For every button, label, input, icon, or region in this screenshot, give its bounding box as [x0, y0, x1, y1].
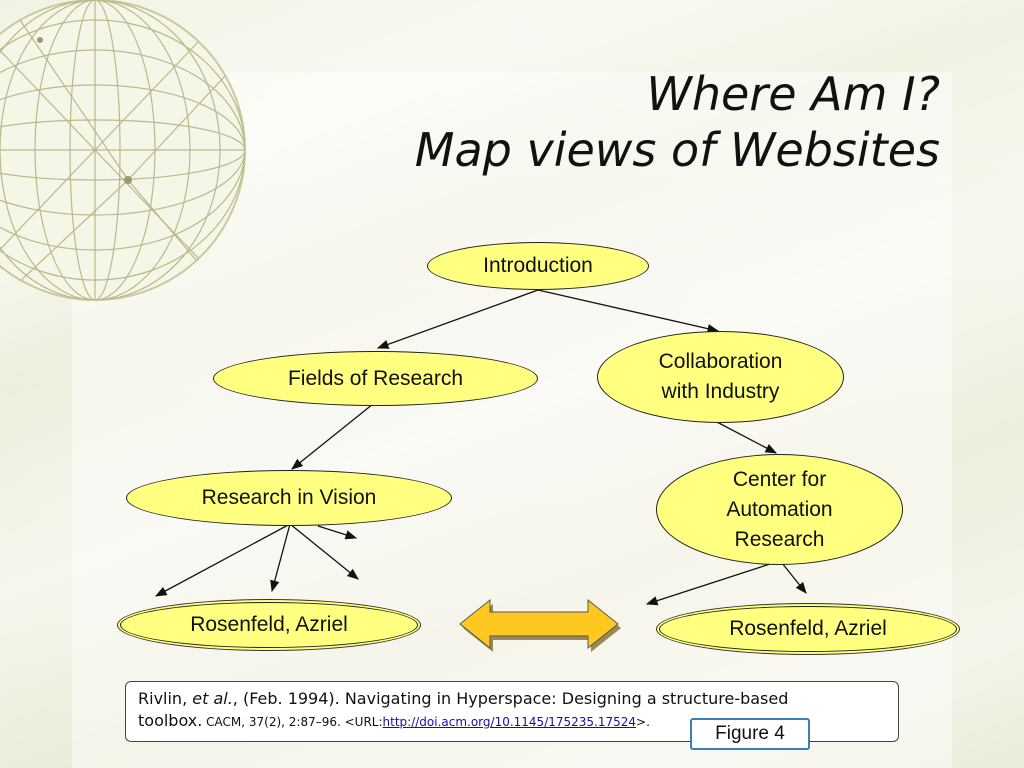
citation-url-end: >. [636, 715, 650, 729]
node-center-line-3: Research [734, 527, 825, 551]
node-collaboration-with-industry: Collaboration with Industry [597, 331, 844, 423]
node-center-for-automation-research: Center for Automation Research [656, 454, 903, 565]
node-collab-line-2: with Industry [661, 380, 780, 403]
slide-title: Where Am I? Map views of Websites [415, 66, 940, 178]
edge-vision-child-4 [317, 525, 358, 540]
node-center-line-2: Automation [726, 497, 833, 521]
title-line-1: Where Am I? [646, 67, 940, 121]
globe-icon [0, 0, 246, 301]
citation-line-2: toolbox. CACM, 37(2), 2:87–96. <URL:http… [138, 710, 886, 733]
edge-center-rosenfeld-right [781, 562, 807, 594]
edge-fields-vision [291, 403, 374, 470]
citation-title-text: , (Feb. 1994). Navigating in Hyperspace:… [232, 689, 789, 708]
node-research-in-vision: Research in Vision [126, 470, 452, 526]
edge-vision-child-3 [289, 523, 359, 580]
node-rosenfeld-left-label: Rosenfeld, Azriel [190, 613, 348, 636]
citation-line-1: Rivlin, et al., (Feb. 1994). Navigating … [138, 688, 886, 710]
node-center-line-1: Center for [732, 467, 827, 491]
edge-vision-rosenfeld-left [154, 523, 291, 597]
node-vision-label: Research in Vision [201, 486, 377, 509]
node-introduction-label: Introduction [483, 254, 593, 277]
citation-author: Rivlin, [138, 689, 193, 708]
node-introduction: Introduction [427, 242, 649, 290]
citation-line2-main: toolbox. [138, 711, 203, 730]
node-fields-label: Fields of Research [287, 366, 464, 390]
node-collab-line-1: Collaboration [658, 350, 783, 373]
node-rosenfeld-right-label: Rosenfeld, Azriel [729, 617, 887, 640]
citation-url-link[interactable]: http://doi.acm.org/10.1145/175235.17524 [382, 715, 637, 729]
edge-center-child-1 [645, 562, 774, 606]
node-rosenfeld-left: Rosenfeld, Azriel [120, 602, 418, 648]
citation-journal: CACM, 37(2), 2:87–96. <URL: [202, 715, 383, 729]
edge-intro-fields [376, 289, 539, 349]
double-arrow-icon [459, 598, 621, 652]
title-line-2: Map views of Websites [414, 123, 940, 177]
edge-collab-center [714, 420, 778, 454]
figure-label: Figure 4 [690, 718, 810, 750]
edge-vision-child-2 [270, 523, 291, 593]
node-fields-of-research: Fields of Research [213, 351, 538, 406]
citation-et-al: et al. [192, 689, 233, 708]
citation-box: Rivlin, et al., (Feb. 1994). Navigating … [125, 681, 899, 742]
edge-intro-collab [537, 289, 720, 334]
node-rosenfeld-right: Rosenfeld, Azriel [659, 606, 957, 652]
